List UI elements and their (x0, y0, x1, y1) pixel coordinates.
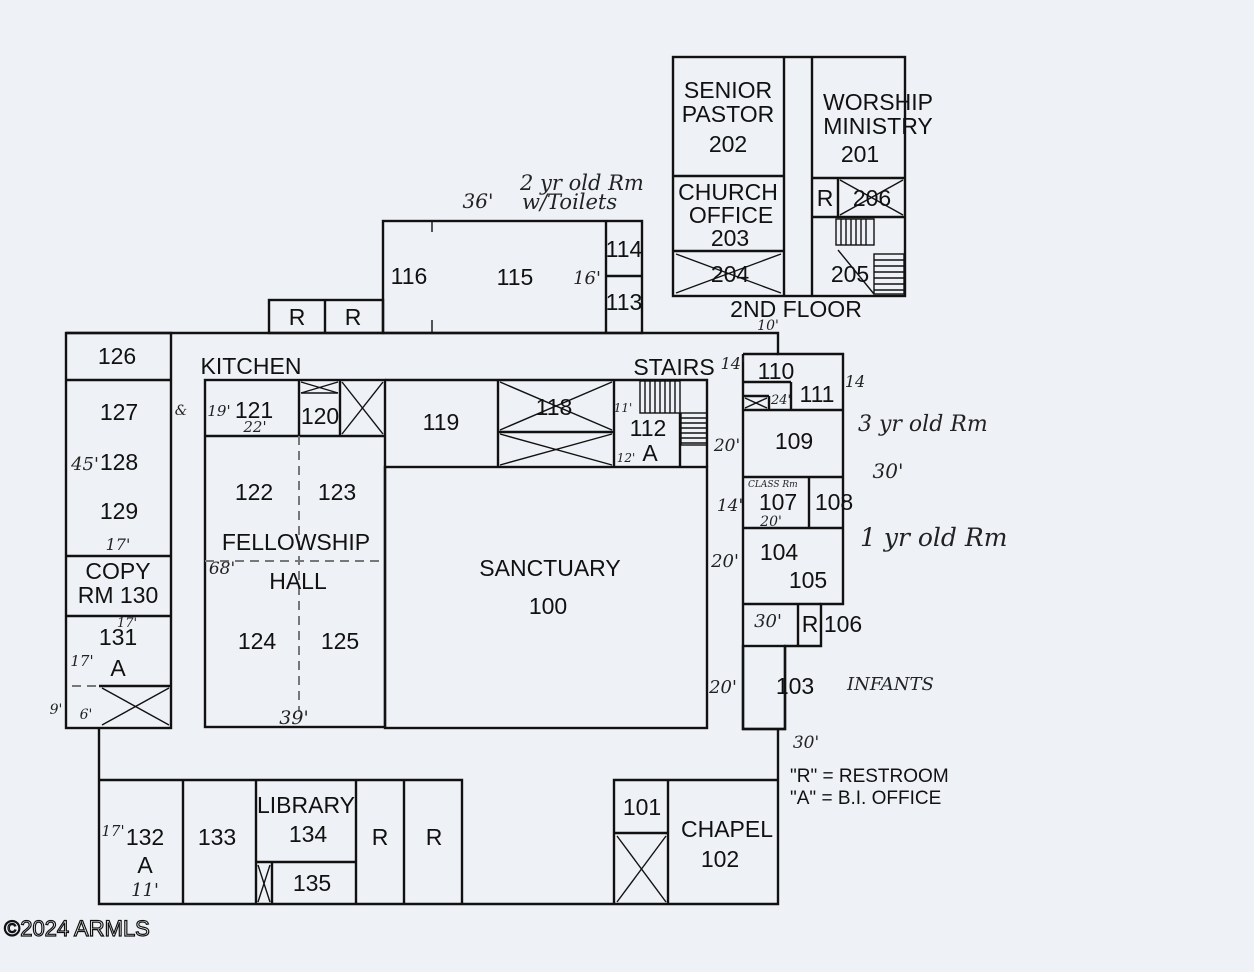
room-123-label: 123 (318, 479, 356, 505)
restroom-label: R (817, 185, 834, 211)
restroom-label: R (345, 304, 362, 330)
second-floor-label: 2ND FLOOR (730, 296, 862, 322)
room-122-label: 122 (235, 479, 273, 505)
kitchen-label: KITCHEN (201, 353, 302, 379)
room-205-label: 205 (831, 261, 869, 287)
dim-ampersand: & (175, 403, 187, 419)
room-104-label: 104 (760, 539, 799, 565)
restroom-label: R (426, 824, 443, 850)
dim-16: 16' (573, 268, 601, 289)
room-126-label: 126 (98, 343, 136, 369)
dim-17a: 17' (106, 535, 131, 554)
room-101-label: 101 (623, 794, 661, 820)
dim-9: 9' (50, 702, 63, 718)
room-116-label: 116 (391, 263, 428, 289)
restroom-label: R (289, 304, 306, 330)
dim-30a: 30' (873, 459, 904, 483)
restroom-label: R (372, 824, 389, 850)
dim-14b: 14 (845, 372, 865, 391)
room-119-label: 119 (423, 409, 460, 435)
room-107-label: 107 (759, 489, 797, 515)
room-108-label: 108 (815, 489, 853, 515)
room-127-label: 127 (100, 399, 138, 425)
room-204-label: 204 (711, 261, 750, 287)
note-class-rm: CLASS Rm (748, 480, 798, 490)
dim-30b: 30' (754, 611, 782, 632)
room-135-label: 135 (293, 870, 331, 896)
room-125-label: 125 (321, 628, 359, 654)
dim-10: 10' (757, 318, 779, 334)
stairs-icon (639, 380, 708, 446)
restroom-label: R (802, 611, 819, 637)
room-103-label: 103 (776, 673, 814, 699)
dim-11b: 11' (131, 880, 159, 901)
room-129-label: 129 (100, 498, 138, 524)
room-121-label: 121 (235, 397, 273, 423)
second-floor-block (671, 55, 907, 298)
room-118-label: 118 (536, 394, 573, 420)
room-114-label: 114 (606, 236, 643, 262)
room-110-label: 110 (758, 358, 795, 384)
dim-11: 11' (614, 401, 633, 415)
dim-68: 68' (209, 559, 235, 579)
dim-20c: 20' (710, 551, 739, 572)
room-105-label: 105 (789, 567, 827, 593)
dim-20d: 20' (708, 677, 737, 698)
room-124-label: 124 (238, 628, 277, 654)
legend-office: "A" = B.I. OFFICE (790, 788, 941, 809)
room-111-label: 111 (800, 381, 835, 407)
dim-30c: 30' (793, 733, 819, 753)
legend-restroom: "R" = RESTROOM (790, 766, 949, 787)
legend: "R" = RESTROOM "A" = B.I. OFFICE (790, 766, 949, 809)
room-115-label: 115 (497, 264, 534, 290)
room-128-label: 128 (100, 449, 138, 475)
dim-14a: 14' (721, 354, 746, 373)
room-109-label: 109 (775, 428, 813, 454)
room-206-label: 206 (853, 185, 891, 211)
dim-22: 22' (242, 418, 266, 436)
dim-39: 39' (279, 707, 308, 729)
dim-20a: 20' (713, 436, 740, 456)
room-120-label: 120 (301, 403, 339, 429)
note-infants: INFANTS (846, 674, 934, 695)
room-113-label: 113 (606, 289, 643, 315)
dim-36: 36' (463, 189, 494, 213)
stairs-label: STAIRS (633, 354, 714, 380)
dim-14c: 14' (717, 496, 743, 516)
watermark: ©2024 ARMLS (4, 916, 150, 941)
note-three-yr-room: 3 yr old Rm (858, 412, 988, 437)
dim-6: 6' (80, 707, 93, 723)
dim-17c: 17' (70, 652, 93, 670)
dim-45: 45' (70, 454, 99, 475)
room-133-label: 133 (198, 824, 236, 850)
dim-12: 12' (617, 451, 636, 465)
dim-19: 19' (207, 402, 230, 420)
dim-17d: 17' (101, 822, 124, 840)
stairs-icon (835, 218, 905, 295)
room-106-label: 106 (824, 611, 862, 637)
dim-20b: 20' (759, 514, 782, 530)
main-building (64, 331, 845, 906)
note-one-yr-room: 1 yr old Rm (860, 523, 1007, 552)
dim-17b: 17' (117, 616, 137, 631)
dim-24: 24' (770, 393, 791, 408)
